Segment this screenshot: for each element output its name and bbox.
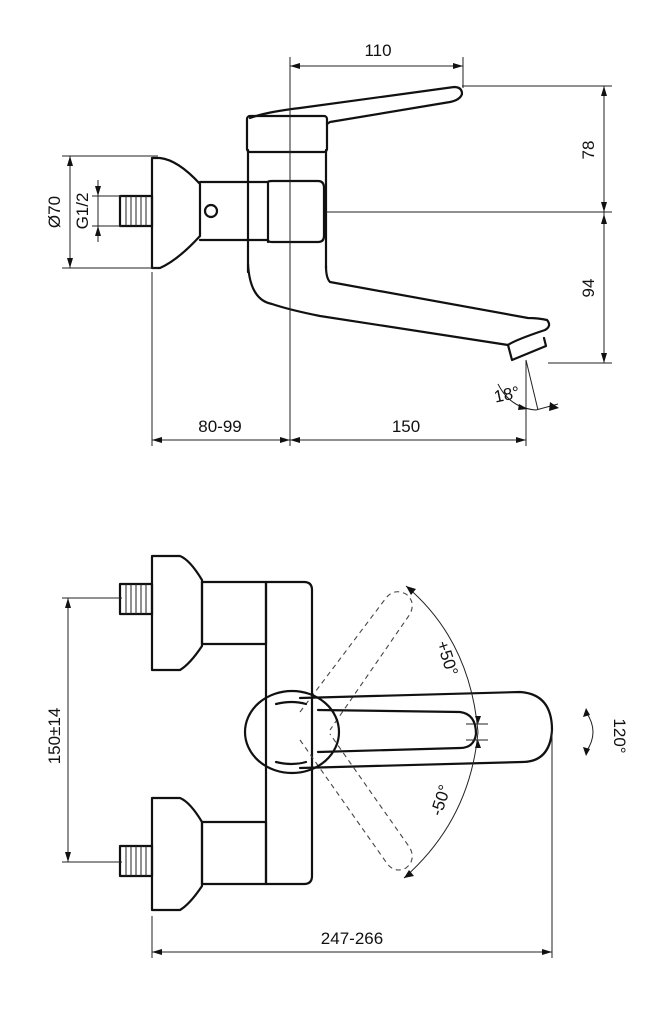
dim-inlet-spacing: 150±14 bbox=[45, 708, 64, 765]
lever-slot bbox=[316, 708, 478, 754]
spout-top bbox=[298, 690, 554, 770]
dim-lever-swing-plus: +50° bbox=[433, 638, 462, 678]
control-knob bbox=[243, 689, 341, 775]
dim-spout-reach: 150 bbox=[392, 417, 420, 436]
dim-lever-height: 78 bbox=[579, 141, 598, 160]
rotation-symbol bbox=[583, 708, 594, 756]
dim-jet-angle: 18° bbox=[492, 383, 521, 407]
upper-inlet bbox=[118, 554, 268, 672]
lever-handle bbox=[248, 85, 464, 126]
aerator bbox=[506, 336, 548, 362]
dim-total-depth: 247-266 bbox=[321, 929, 383, 948]
wall-flange bbox=[150, 156, 202, 270]
spout bbox=[246, 262, 551, 347]
valve-body bbox=[246, 148, 328, 274]
valve-cap bbox=[245, 114, 329, 154]
dim-spout-height: 94 bbox=[579, 279, 598, 298]
side-view: 110 78 94 Ø70 G1/2 80-99 150 bbox=[45, 41, 612, 446]
top-view: +50° -50° 120° 150±14 247-266 bbox=[45, 554, 629, 958]
supply-connector bbox=[118, 194, 154, 228]
swing-arc bbox=[403, 585, 479, 879]
lower-inlet bbox=[118, 796, 268, 912]
dim-spout-rotation: 120° bbox=[610, 718, 629, 753]
lever-swing-down bbox=[299, 733, 413, 871]
set-screw-hole bbox=[203, 203, 219, 219]
mixer-body bbox=[264, 580, 314, 886]
dim-wall-offset: 80-99 bbox=[198, 417, 241, 436]
lever-swing-up bbox=[299, 591, 413, 731]
dim-thread: G1/2 bbox=[73, 193, 92, 230]
dim-lever-swing-minus: -50° bbox=[427, 782, 455, 818]
body-connector bbox=[198, 179, 326, 244]
dim-lever-length: 110 bbox=[364, 41, 391, 60]
dim-flange-diameter: Ø70 bbox=[45, 196, 64, 228]
